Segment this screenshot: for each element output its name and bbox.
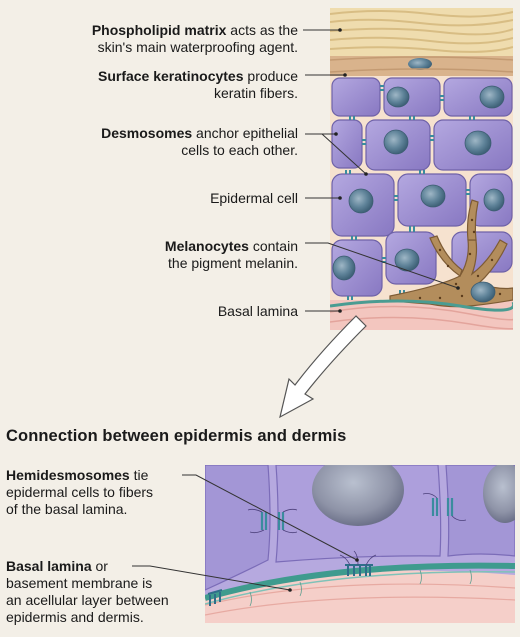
label-text: keratin fibers.	[213, 85, 298, 101]
junction-panel	[205, 465, 515, 623]
label-phospholipid-matrix: Phospholipid matrix acts as the skin's m…	[92, 22, 298, 56]
label-basal-lamina: Basal lamina	[218, 303, 298, 320]
phospholipid-layer	[330, 8, 513, 56]
label-text: tie	[129, 467, 149, 483]
hemidesmosomes	[207, 564, 373, 606]
label-text: produce	[243, 68, 298, 84]
nucleus	[312, 465, 404, 526]
label-bold: Melanocytes	[164, 238, 249, 254]
basal-lamina-top	[330, 299, 513, 312]
label-text: an acellular layer between	[6, 592, 169, 608]
label-text: anchor epithelial	[192, 125, 298, 141]
label-basal-lamina-detail: Basal lamina or basement membrane is an …	[6, 558, 169, 626]
label-text: or	[91, 558, 108, 574]
label-bold: Surface keratinocytes	[97, 68, 244, 84]
label-text: skin's main waterproofing agent.	[97, 39, 298, 55]
label-desmosomes: Desmosomes anchor epithelial cells to ea…	[101, 125, 298, 159]
label-text: Epidermal cell	[210, 190, 298, 206]
label-bold: Hemidesmosomes	[6, 467, 130, 483]
label-text: basement membrane is	[6, 575, 153, 591]
epidermis-panel	[330, 8, 513, 330]
label-text: epidermis and dermis.	[6, 609, 144, 625]
surface-keratinocyte-layer	[330, 56, 513, 76]
label-bold: Basal lamina	[6, 558, 92, 574]
label-bold: Phospholipid matrix	[91, 22, 227, 38]
label-melanocytes: Melanocytes contain the pigment melanin.	[165, 238, 298, 272]
label-text: of the basal lamina.	[6, 501, 128, 517]
label-text: epidermal cells to fibers	[6, 484, 154, 500]
label-epidermal-cell: Epidermal cell	[210, 190, 298, 207]
label-text: Basal lamina	[217, 303, 298, 319]
label-surface-keratinocytes: Surface keratinocytes produce keratin fi…	[98, 68, 298, 102]
basal-lamina-band	[205, 562, 515, 601]
label-hemidesmosomes: Hemidesmosomes tie epidermal cells to fi…	[6, 467, 153, 518]
leader-lines	[303, 29, 459, 312]
section-title: Connection between epidermis and dermis	[6, 427, 347, 445]
label-text: cells to each other.	[181, 142, 298, 158]
label-text: acts as the	[226, 22, 298, 38]
down-arrow-icon	[279, 315, 367, 419]
label-text: the pigment melanin.	[168, 255, 298, 271]
label-bold: Desmosomes	[101, 125, 193, 141]
label-text: contain	[248, 238, 298, 254]
